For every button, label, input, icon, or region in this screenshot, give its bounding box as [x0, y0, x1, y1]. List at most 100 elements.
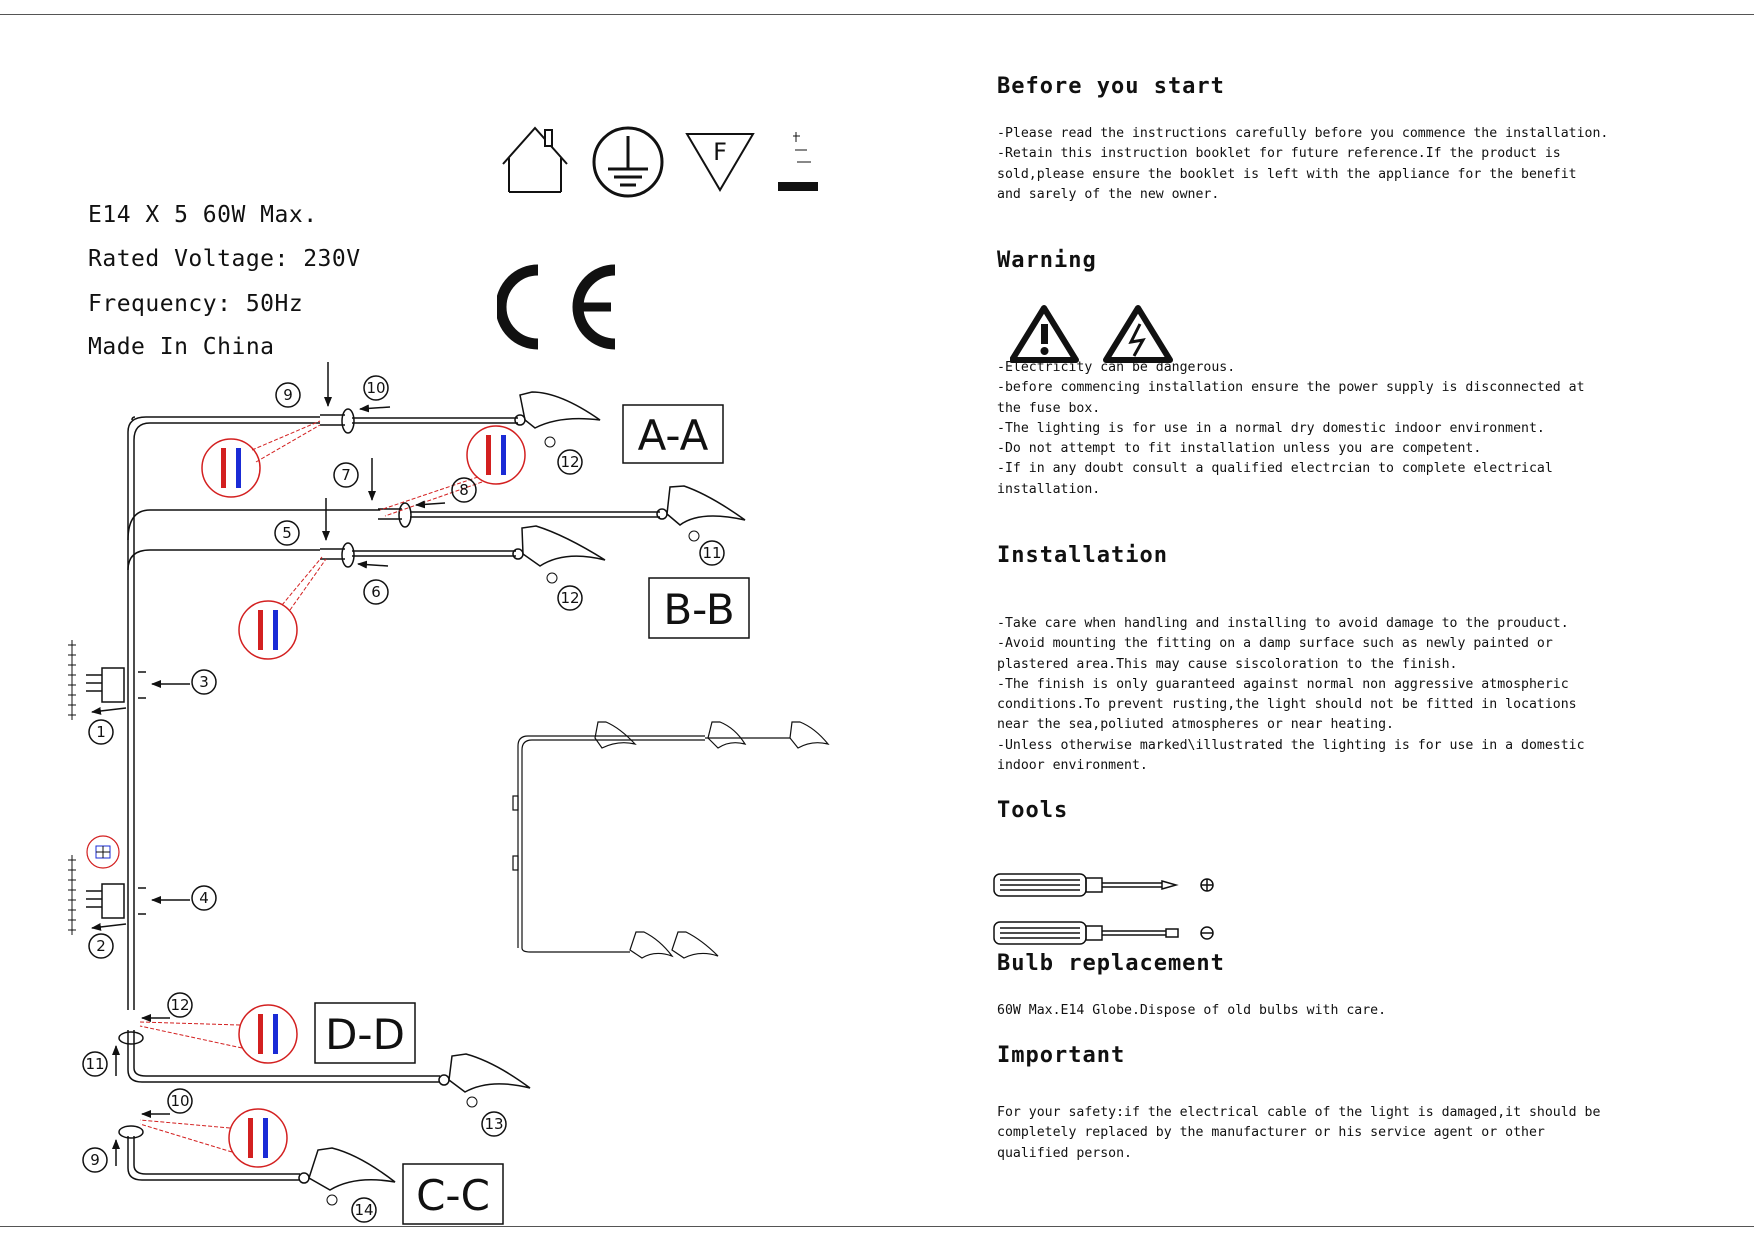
warning-symbols	[1010, 305, 1173, 363]
wall-hatching	[68, 640, 76, 935]
tools-illustration	[993, 873, 1214, 945]
ce-mark-icon	[497, 264, 616, 350]
text-line: indoor environment.	[997, 758, 1148, 774]
wire-detail-b	[238, 556, 327, 660]
text-line: -Take care when handling and installing …	[997, 616, 1569, 631]
text-line: -Avoid mounting the fitting on a damp su…	[997, 636, 1553, 652]
svg-text:13: 13	[484, 1115, 503, 1133]
bottom-rule	[0, 1226, 1754, 1227]
svg-text:9: 9	[90, 1151, 100, 1169]
arm-cc	[127, 1136, 396, 1191]
text-line: installation.	[997, 481, 1101, 497]
text-line: the fuse box.	[997, 400, 1101, 416]
svg-text:11: 11	[85, 1055, 104, 1073]
arm-aa	[352, 391, 601, 429]
wire-detail-a1	[201, 420, 321, 498]
heading-bulb-replacement: Bulb replacement	[997, 951, 1225, 976]
wall-bracket-lower	[86, 883, 146, 919]
svg-text:4: 4	[199, 889, 209, 907]
svg-text:2: 2	[96, 937, 106, 955]
text-line: qualified person.	[997, 1145, 1132, 1161]
svg-text:C-C: C-C	[416, 1171, 490, 1220]
bulb-replacement-text: 60W Max.E14 Globe.Dispose of old bulbs w…	[997, 1001, 1386, 1021]
callout-13: 13	[481, 1111, 507, 1137]
text-line: -Do not attempt to fit installation unle…	[997, 441, 1482, 457]
callout-10-top: 10	[363, 375, 389, 401]
protective-earth-icon	[592, 126, 664, 198]
svg-text:5: 5	[282, 524, 292, 542]
text-line: -Electricity can be dangerous.	[997, 360, 1236, 375]
callout-9-top: 9	[275, 382, 301, 408]
before-you-start-text: -Please read the instructions carefully …	[997, 124, 1608, 205]
distance-mark-icon	[778, 132, 818, 191]
callout-14: 14	[351, 1197, 377, 1223]
svg-text:12: 12	[560, 589, 579, 607]
callout-10-c: 10	[167, 1088, 193, 1114]
svg-text:9: 9	[283, 386, 293, 404]
heading-warning: Warning	[997, 248, 1097, 273]
installation-text: -Take care when handling and installing …	[997, 614, 1585, 776]
phillips-screwdriver-icon	[993, 873, 1214, 897]
text-line: -If in any doubt consult a qualified ele…	[997, 461, 1553, 477]
warning-text: -Electricity can be dangerous. -before c…	[997, 358, 1585, 500]
text-line: -The lighting is for use in a normal dry…	[997, 420, 1545, 436]
section-aa-label: A-A	[622, 404, 724, 464]
section-bb-label: B-B	[648, 577, 750, 639]
callout-4: 4	[191, 885, 217, 911]
assembly-diagram: 9 10 7 8 5 6 12 11 12 3 1 4 2 12 11 13 1…	[68, 362, 830, 1225]
svg-text:6: 6	[371, 583, 381, 601]
svg-text:12: 12	[560, 453, 579, 471]
indoor-use-icon	[502, 126, 568, 193]
callout-12-b: 12	[557, 585, 583, 611]
wire-detail-small	[86, 835, 120, 869]
callout-8: 8	[451, 477, 477, 503]
text-line: -Retain this instruction booklet for fut…	[997, 146, 1561, 162]
svg-text:12: 12	[170, 996, 189, 1014]
bulb-markers	[326, 436, 700, 1206]
svg-text:1: 1	[96, 723, 106, 741]
svg-text:B-B: B-B	[663, 585, 734, 634]
callout-3: 3	[191, 669, 217, 695]
joints	[118, 408, 412, 1139]
heading-tools: Tools	[997, 798, 1069, 823]
heading-important: Important	[997, 1043, 1126, 1068]
arm-dd	[127, 1030, 531, 1093]
svg-text:11: 11	[702, 544, 721, 562]
callout-11-a: 11	[699, 540, 725, 566]
text-line: -Please read the instructions carefully …	[997, 126, 1609, 141]
class-f-label: F	[713, 138, 727, 166]
callout-2: 2	[88, 933, 114, 959]
callout-9-c: 9	[82, 1147, 108, 1173]
text-line: and sarely of the new owner.	[997, 186, 1220, 202]
important-text: For your safety:if the electrical cable …	[997, 1103, 1600, 1164]
callout-12-a: 12	[557, 449, 583, 475]
electric-hazard-icon	[1103, 305, 1173, 363]
spec-frequency: Frequency: 50Hz	[88, 291, 304, 317]
main-tube	[127, 416, 380, 1010]
svg-text:A-A: A-A	[638, 411, 709, 460]
heading-before-you-start: Before you start	[997, 74, 1225, 99]
text-line: plastered area.This may cause siscolorat…	[997, 656, 1458, 672]
text-line: conditions.To prevent rusting,the light …	[997, 697, 1577, 713]
flat-screwdriver-icon	[993, 921, 1214, 945]
text-line: -Unless otherwise marked\illustrated the…	[997, 737, 1585, 753]
callout-7: 7	[333, 462, 359, 488]
wire-detail-a2	[379, 425, 526, 517]
wire-detail-c	[139, 1108, 288, 1168]
wire-detail-d	[139, 1004, 298, 1064]
svg-text:D-D: D-D	[325, 1010, 405, 1059]
assembled-lamp-overview	[512, 721, 830, 959]
text-line: near the sea,poliuted atmospheres or nea…	[997, 717, 1394, 733]
top-rule	[0, 14, 1754, 15]
arm-upper-long	[410, 485, 746, 526]
certification-symbols: F	[502, 126, 818, 198]
text-line: 60W Max.E14 Globe.Dispose of old bulbs w…	[997, 1003, 1387, 1018]
heading-installation: Installation	[997, 543, 1168, 568]
spec-bulb: E14 X 5 60W Max.	[88, 202, 318, 228]
text-line: sold,please ensure the booklet is left w…	[997, 166, 1577, 182]
callout-6: 6	[363, 579, 389, 605]
svg-text:7: 7	[341, 466, 351, 484]
callout-12-d: 12	[167, 992, 193, 1018]
svg-text:10: 10	[366, 379, 385, 397]
